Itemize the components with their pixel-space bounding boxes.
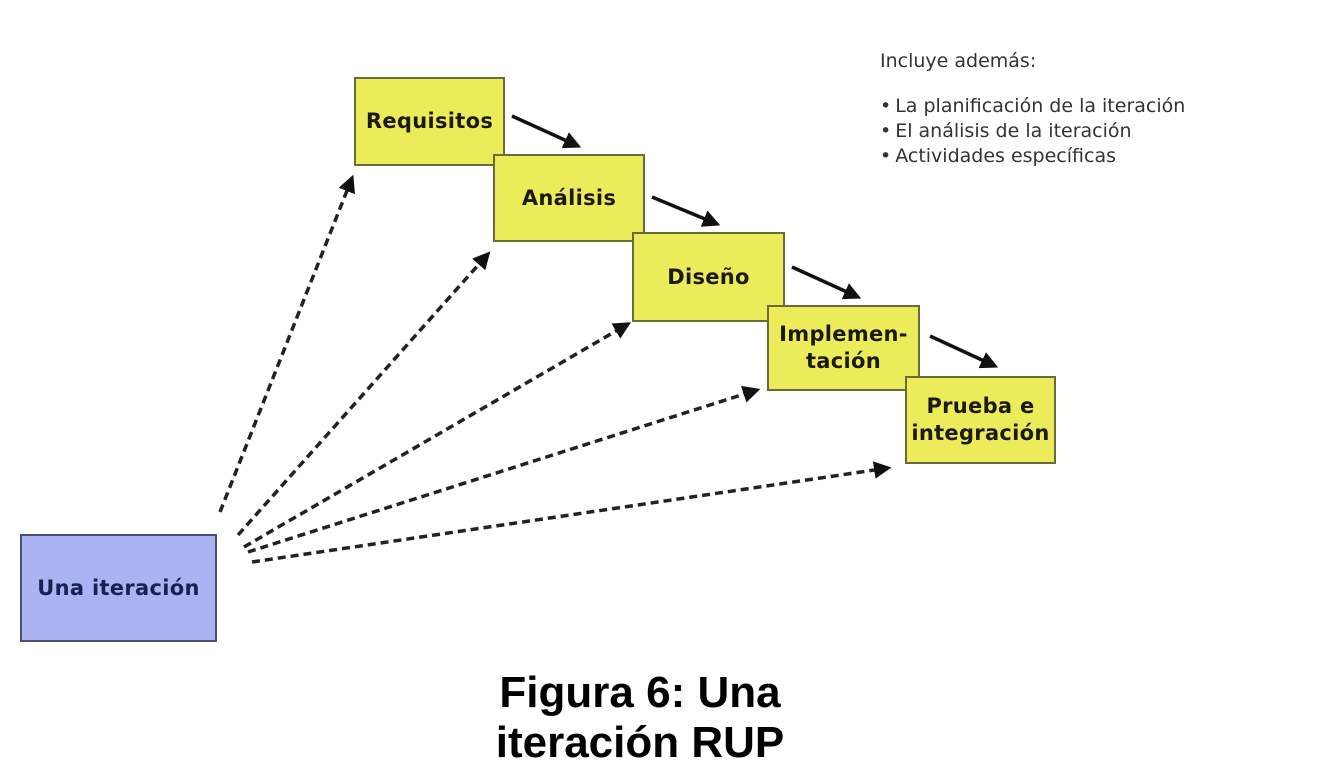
- arrow-implementacion-to-prueba: [929, 334, 999, 369]
- phase-box-requisitos: Requisitos: [354, 77, 505, 166]
- includes-note: Incluye además: La planificación de la i…: [880, 50, 1185, 169]
- dashed-arrow-to-analisis: [236, 251, 491, 537]
- dashed-arrow-to-implementacion: [247, 385, 761, 554]
- note-item: El análisis de la iteración: [880, 119, 1185, 144]
- phase-label: Prueba e integración: [911, 394, 1050, 445]
- phase-box-implementacion: Implemen- tación: [767, 305, 920, 391]
- arrow-analisis-to-diseno: [651, 195, 721, 227]
- arrow-requisitos-to-analisis: [511, 114, 582, 149]
- dashed-arrow-to-prueba: [251, 461, 892, 564]
- arrow-diseno-to-implementacion: [791, 265, 862, 300]
- phase-label: Diseño: [667, 264, 750, 289]
- phase-label: Requisitos: [365, 109, 494, 133]
- dashed-arrow-to-diseno: [243, 322, 632, 549]
- note-item: La planificación de la iteración: [880, 94, 1185, 119]
- note-heading: Incluye además:: [880, 50, 1037, 72]
- dashed-arrow-to-requisitos: [218, 174, 355, 513]
- phase-box-prueba-integracion: Prueba e integración: [905, 376, 1056, 464]
- caption-line-1: Figura 6: Una: [499, 668, 781, 717]
- note-item: Actividades específicas: [880, 144, 1185, 169]
- caption-line-2: iteración RUP: [495, 718, 785, 767]
- figure-caption: Figura 6: Una iteración RUP: [420, 668, 860, 768]
- phase-box-diseno: Diseño: [632, 232, 785, 322]
- source-label: Una iteración: [37, 575, 200, 600]
- phase-box-analisis: Análisis: [493, 154, 645, 242]
- phase-label: Análisis: [521, 185, 617, 210]
- source-box-una-iteracion: Una iteración: [20, 534, 217, 642]
- phase-label: Implemen- tación: [779, 322, 908, 373]
